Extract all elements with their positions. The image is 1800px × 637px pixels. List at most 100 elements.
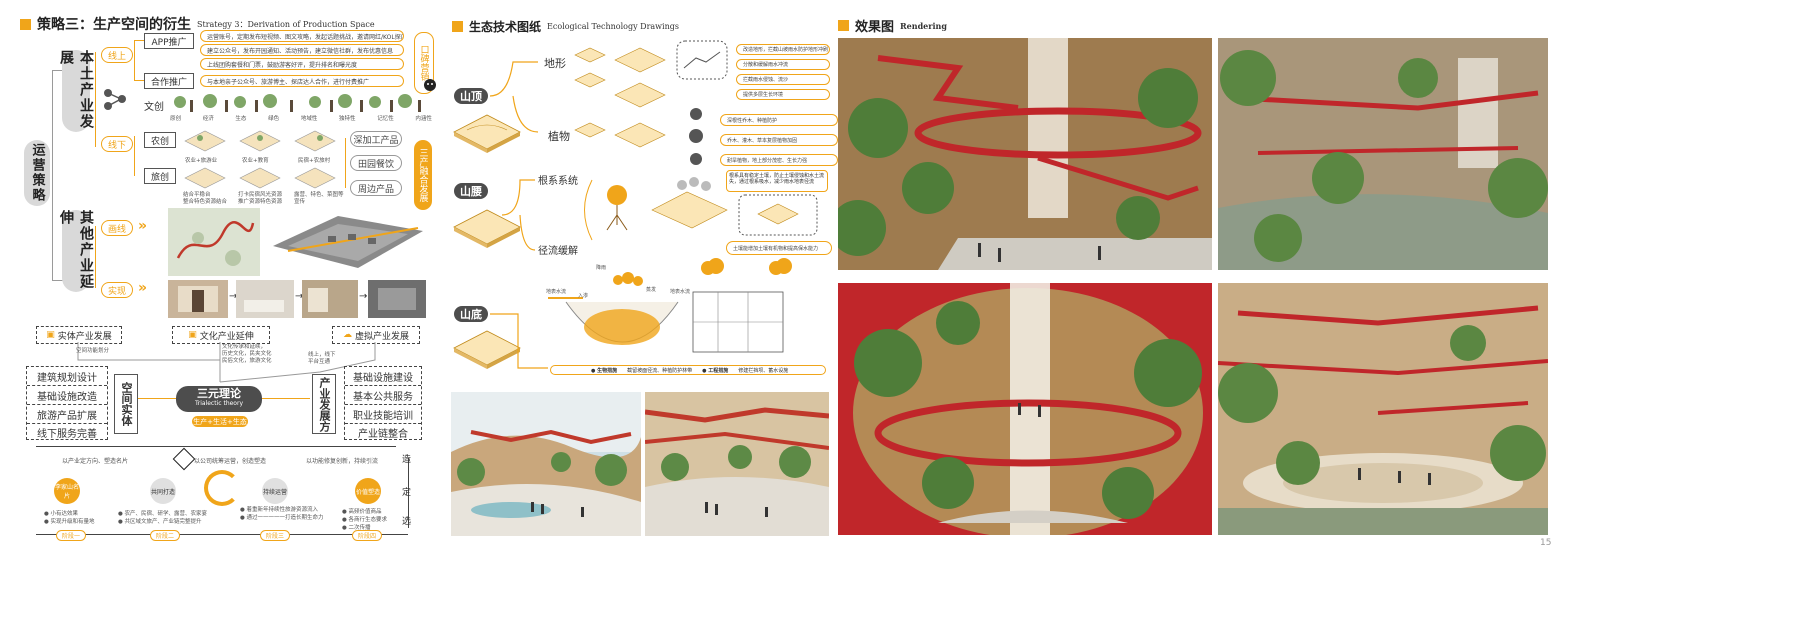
header-square-icon — [20, 18, 31, 30]
soil-detail-dashed — [738, 194, 818, 236]
stage-3: 阶段三 — [260, 530, 290, 541]
agri-note-3: 民宿+农旅村 — [298, 158, 331, 164]
plant-note: 深根性乔木、种植防护 — [720, 114, 838, 126]
mountain-bottom-terrain — [453, 330, 521, 369]
route-map-image — [168, 208, 260, 276]
bottom-label-2: 入渗 — [578, 293, 589, 299]
offline-branch-line — [134, 136, 135, 176]
online-tag: 线上 — [101, 47, 133, 63]
products-line — [345, 138, 346, 188]
aerial-view-image — [268, 206, 426, 274]
stage-note-3: ● 着重新年持续性旅游资源流入 ● 通过一一一一一打造长期生命力 — [240, 507, 324, 521]
tour-box: 旅创 — [144, 168, 176, 184]
culture-item: 生态 — [235, 116, 247, 122]
chevron-right-icon: » — [138, 280, 148, 296]
stage-circle-1: 李家山名片 — [54, 478, 80, 504]
plant-notes: 深根性乔木、种植防护 乔木、灌木、草本复层植物加固 耐旱植物，地上部分茂密、生长… — [720, 114, 838, 166]
middle-panel-header: 生态技术图纸 Ecological Technology Drawings — [452, 18, 679, 35]
right-title-en: Rendering — [900, 20, 947, 31]
mid-note-2: 土壤能增加土壤有机物和提高保水能力 — [726, 241, 832, 255]
dev-note-2: 文化传承和延续， 历史文化，民夹文化 民俗文化，旅游文化 — [222, 344, 272, 364]
mid-branch-lines — [501, 179, 536, 251]
culture-items: 原创 经济 生态 绿色 地域性 独特性 记忆性 内涵性 — [170, 114, 432, 122]
mountain-mid-terrain — [453, 209, 521, 248]
chevron-right-icon: » — [138, 218, 148, 234]
dev-note-1: 空间功能划分 — [76, 348, 110, 354]
timeline-header-3: 以功能修复创新，持续引流 — [306, 458, 379, 465]
mountain-top-terrain — [453, 114, 521, 153]
runoff-label: 径流缓解 — [538, 246, 578, 257]
terrain-iso-diagrams — [574, 47, 666, 148]
page-number: 15 — [1540, 538, 1552, 548]
tour-note-2: 打卡民宿风光资源 推广资源特色资源 — [238, 192, 283, 205]
timeline-header-2: 以公司统筹运营，创造塑造 — [194, 458, 267, 465]
plant-note: 乔木、灌木、草本复层植物加固 — [720, 134, 838, 146]
coop-promo-box: 合作推广 — [144, 73, 194, 89]
culture-item: 原创 — [170, 116, 182, 122]
right-list-item: 职业技能培训 — [345, 405, 421, 424]
middle-title: 生态技术图纸 — [469, 20, 542, 34]
tour-illustrations — [184, 167, 336, 189]
left-list-item: 基础设施改造 — [27, 386, 107, 405]
rain-cloud-icons — [701, 258, 792, 275]
bottom-label-1: 地表水流 — [546, 289, 567, 295]
legend-item: ● 工程措施 — [702, 367, 729, 374]
culture-item: 经济 — [202, 116, 214, 122]
physical-industry-box: ▣实体产业发展 — [36, 326, 122, 344]
left-list-item: 旅游产品扩展 — [27, 405, 107, 424]
top-branch-lines — [489, 61, 539, 133]
branch-line-bottom — [52, 280, 64, 281]
stage-circle-3: 持续运营 — [262, 478, 288, 504]
cultural-industry-box: ▣文化产业延伸 — [172, 326, 270, 344]
culture-item: 记忆性 — [377, 116, 394, 122]
promo-line-1: 运营账号，定期发布短视频、图文攻略，发起话题挑战，邀请网红/KOL探店 — [200, 30, 404, 42]
virtual-industry-box: ☁虚拟产业发展 — [332, 326, 420, 344]
right-list-frame: 基础设施建设 基本公共服务 职业技能培训 产业链整合 — [344, 366, 422, 440]
right-title: 效果图 — [855, 20, 895, 35]
arrow-right-icon: → — [295, 291, 304, 302]
left-title: 策略三：生产空间的衍生 — [37, 17, 191, 33]
online-branch-line — [134, 40, 135, 80]
park-rendering-1 — [451, 392, 641, 536]
bottom-label-4: 地表水流 — [670, 289, 691, 295]
network-icon — [104, 89, 126, 110]
root-system-label: 根系系统 — [538, 176, 578, 187]
center-connector-left — [138, 398, 176, 399]
app-promo-box: APP推广 — [144, 33, 194, 49]
plant-label: 植物 — [548, 130, 570, 143]
culture-item: 绿色 — [268, 116, 280, 122]
top-note: 提供多层生长环境 — [736, 89, 830, 100]
culture-item: 独特性 — [339, 116, 356, 122]
local-industry-pill: 本土产业发展 — [58, 50, 94, 132]
promo-line-2: 建立公众号，发布开园通知、活动预告，建立微信社群，发布优惠信息 — [200, 44, 404, 56]
promo-line-4: 与本地亲子公众号、旅游博主、探店达人合作，进行付费推广 — [200, 75, 404, 87]
stage-note-2: ● 农产、民宿、研学、露营、农家宴 ● 共区域文旅产、产业链完整提升 — [118, 511, 208, 525]
timeline-top-rule — [36, 446, 396, 447]
bottom-label-3: 蒸发 — [646, 287, 657, 293]
stage-4: 阶段四 — [352, 530, 382, 541]
building-icon: ▣ — [46, 330, 55, 340]
cube-icon — [172, 447, 196, 471]
culture-icon: ▣ — [188, 330, 197, 340]
word-of-mouth-tag: 口碑营销 — [414, 32, 434, 94]
vert-text-1: 造 — [402, 455, 412, 465]
operation-strategy-pill: 运营策略 — [24, 140, 50, 206]
right-list-item: 基本公共服务 — [345, 386, 421, 405]
terrain-label: 地形 — [544, 57, 566, 70]
section-detail-dashed — [676, 40, 728, 80]
bottom-label-0: 降雨 — [596, 265, 607, 271]
coop-connector — [134, 80, 144, 81]
top-notes: 改造地形，拦截山坡雨水防护地形冲刷 分散和缓解雨水冲流 拦截雨水侵蚀、流沙 提供… — [736, 44, 830, 100]
other-industry-pill: 其他产业延伸 — [58, 210, 94, 292]
agri-note-2: 农业+教育 — [242, 158, 269, 164]
mountain-mid-pill: 山腰 — [454, 183, 488, 199]
stage-note-1: ● 小有达效果 ● 实现升级和有量地 — [44, 511, 95, 525]
drawline-tag: 画线 — [101, 220, 133, 236]
center-connector-right — [262, 398, 310, 399]
mountain-bottom-pill: 山底 — [454, 306, 488, 322]
right-panel-header: 效果图 Rendering — [838, 16, 947, 35]
rendering-stepped-plaza — [1218, 283, 1548, 535]
plant-note: 耐旱植物，地上部分茂密、生长力强 — [720, 154, 838, 166]
rendering-cave-waterfall — [838, 283, 1212, 535]
rendering-garden-bridges — [1218, 38, 1548, 270]
